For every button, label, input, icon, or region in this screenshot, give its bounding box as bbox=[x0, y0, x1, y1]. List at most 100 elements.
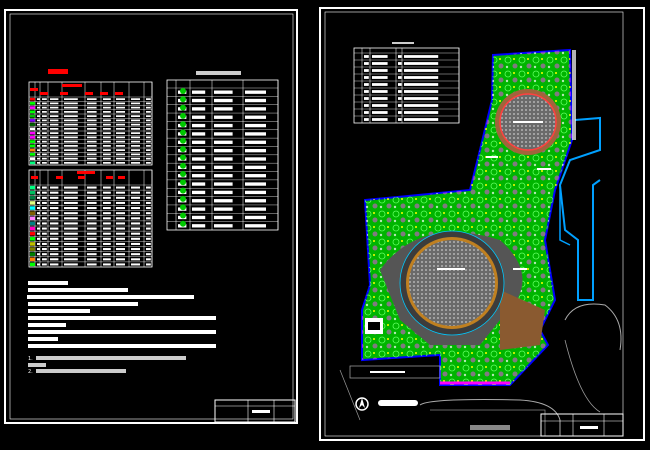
cell-text bbox=[37, 227, 40, 230]
cell-text bbox=[50, 123, 59, 126]
cell-text bbox=[37, 157, 40, 160]
cell-text bbox=[116, 136, 125, 139]
cell-text bbox=[214, 107, 233, 111]
cell-text bbox=[131, 196, 140, 199]
cell-text bbox=[146, 201, 151, 204]
cell-text bbox=[42, 102, 47, 105]
cell-text bbox=[372, 69, 388, 72]
cell-text bbox=[103, 207, 111, 210]
cell-text bbox=[116, 106, 125, 109]
cell-text bbox=[37, 149, 40, 151]
cell-text bbox=[146, 119, 151, 122]
cell-text bbox=[146, 217, 151, 220]
cell-text bbox=[131, 222, 140, 225]
cell-text bbox=[103, 132, 111, 134]
table-title bbox=[48, 69, 68, 74]
cell-text bbox=[146, 162, 151, 164]
cell-text bbox=[87, 227, 97, 230]
table-row bbox=[178, 215, 266, 220]
table-row bbox=[30, 201, 151, 205]
cell-text bbox=[192, 148, 206, 153]
color-swatch bbox=[30, 144, 35, 148]
color-swatch bbox=[30, 185, 35, 190]
color-swatch bbox=[30, 206, 35, 210]
plant-table-1 bbox=[28, 69, 153, 166]
cell-text bbox=[42, 111, 47, 113]
table-row bbox=[30, 242, 151, 246]
cell-text bbox=[146, 115, 151, 117]
table-row bbox=[364, 104, 439, 107]
cell-text bbox=[64, 111, 78, 113]
cell-text bbox=[214, 174, 233, 178]
plan-title bbox=[378, 400, 418, 406]
color-swatch bbox=[30, 123, 35, 126]
cell-text bbox=[404, 90, 439, 93]
cell-text bbox=[103, 242, 111, 245]
cell-text bbox=[37, 242, 40, 245]
table-row bbox=[364, 83, 439, 86]
cell-text bbox=[116, 119, 125, 122]
table-row bbox=[30, 144, 151, 148]
cell-text bbox=[116, 212, 125, 215]
table-row bbox=[364, 118, 439, 121]
cell-text bbox=[214, 190, 233, 195]
cell-text bbox=[116, 132, 125, 134]
cell-text bbox=[42, 253, 47, 256]
cell-text bbox=[372, 104, 388, 107]
cell-text bbox=[50, 217, 59, 220]
cell-text bbox=[50, 201, 59, 204]
table-row bbox=[178, 148, 266, 153]
cell-text bbox=[42, 98, 47, 100]
title-block-right bbox=[540, 413, 624, 437]
cell-text bbox=[42, 258, 47, 261]
table-row bbox=[30, 102, 151, 105]
cell-text bbox=[131, 119, 140, 122]
cell-text bbox=[404, 104, 439, 107]
cell-text bbox=[116, 196, 125, 199]
cell-text bbox=[37, 232, 40, 235]
text-line bbox=[28, 344, 216, 348]
cell-text bbox=[214, 140, 233, 144]
cell-text bbox=[146, 136, 151, 139]
cell-text bbox=[87, 153, 97, 156]
cell-text bbox=[103, 98, 111, 100]
cell-text bbox=[37, 201, 40, 204]
cell-text bbox=[103, 248, 111, 251]
cell-text bbox=[50, 258, 59, 261]
cell-text bbox=[37, 237, 40, 240]
cell-text bbox=[146, 207, 151, 210]
cell-text bbox=[404, 76, 439, 79]
cell-text bbox=[131, 115, 140, 117]
cell-text bbox=[103, 111, 111, 113]
cell-text bbox=[103, 217, 111, 220]
cell-text bbox=[404, 62, 439, 65]
cell-text bbox=[245, 123, 266, 128]
color-swatch bbox=[30, 136, 35, 139]
cell-text bbox=[131, 132, 140, 134]
cell-text bbox=[103, 212, 111, 215]
cell-text bbox=[116, 207, 125, 210]
cell-text bbox=[50, 115, 59, 117]
cell-text bbox=[42, 248, 47, 251]
cell-text bbox=[37, 248, 40, 251]
table-row bbox=[30, 127, 151, 131]
cell-text bbox=[116, 263, 125, 266]
tree-symbol-icon bbox=[180, 212, 186, 219]
cell-text bbox=[87, 140, 97, 143]
note-2-number: 2. bbox=[28, 369, 33, 375]
cell-text bbox=[192, 224, 206, 228]
tree-symbol-icon bbox=[180, 104, 186, 111]
cell-text bbox=[214, 157, 233, 161]
cell-text bbox=[103, 186, 111, 189]
cell-text bbox=[146, 111, 151, 113]
tree-symbol-icon bbox=[180, 146, 186, 153]
text-line bbox=[28, 302, 138, 306]
table-row bbox=[30, 153, 151, 156]
table-row bbox=[364, 76, 439, 79]
cell-text bbox=[64, 212, 78, 215]
cell-text bbox=[398, 55, 402, 58]
cell-text bbox=[87, 207, 97, 210]
cell-text bbox=[50, 162, 59, 164]
cell-text bbox=[37, 132, 40, 134]
table-row bbox=[178, 165, 266, 170]
